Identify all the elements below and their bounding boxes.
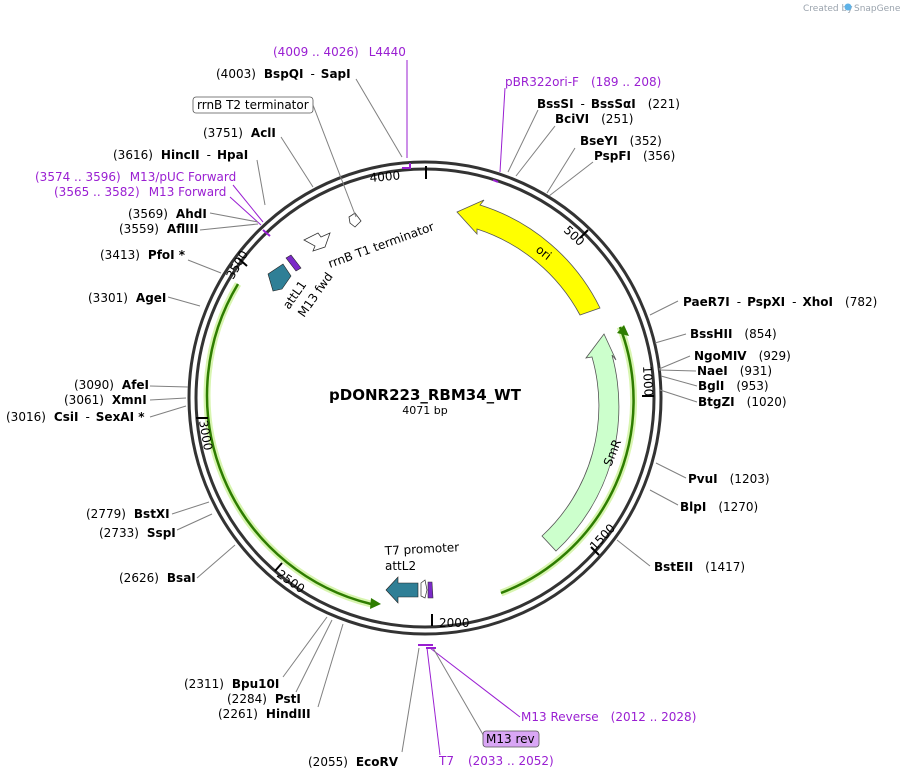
snapgene-credit: Created by SnapGene	[803, 3, 901, 14]
enzyme-bsshii: BssHII(854)	[690, 327, 777, 341]
enzyme-hindiii: (2261)HindIII	[218, 707, 311, 721]
enzyme-bspqi: (4003)BspQI-SapI	[216, 67, 351, 81]
enzyme-bcivi: BciVI(251)	[555, 112, 633, 126]
primer-l4440: (4009 .. 4026)L4440	[273, 45, 406, 59]
tick-1000: 1000	[640, 365, 656, 396]
enzyme-xmni: (3061)XmnI	[64, 393, 147, 407]
insert-arrowhead-right	[617, 325, 629, 336]
enzyme-pvui: PvuI(1203)	[688, 472, 770, 486]
insert-arrowhead-left	[370, 598, 381, 609]
enzyme-csii: (3016)CsiI-SexAI *	[6, 410, 145, 424]
attL1-feature: attL1 M13 fwd	[267, 254, 336, 320]
m13fwd-marker	[285, 254, 302, 272]
enzyme-bsssi: BssSI-BssSαI(221)	[537, 97, 680, 111]
enzyme-btgzi: BtgZI(1020)	[698, 395, 787, 409]
tick-2000: 2000	[439, 616, 470, 630]
tick-3000: 3000	[196, 419, 215, 452]
m13-rev-label: M13 rev	[486, 732, 535, 746]
primer-pbr322ori: pBR322ori-F(189 .. 208)	[505, 75, 661, 89]
enzyme-pspfi: PspFI(356)	[594, 149, 675, 163]
enzyme-bsai: (2626)BsaI	[119, 571, 196, 585]
tick-4000: 4000	[369, 168, 401, 185]
rrnB-T1-label: rrnB T1 terminator	[326, 219, 436, 270]
m13rev-marker	[427, 581, 434, 599]
enzyme-bgli: BglI(953)	[698, 379, 769, 393]
enzyme-ahdi: (3569)AhdI	[128, 207, 207, 221]
enzyme-naei: NaeI(931)	[697, 364, 772, 378]
plasmid-size: 4071 bp	[402, 404, 447, 417]
enzyme-pfoi: (3413)PfoI *	[100, 248, 186, 262]
primer-m13-reverse: M13 Reverse(2012 .. 2028)	[521, 710, 696, 724]
m13-rev-badge	[482, 730, 540, 748]
primer-t7: T7(2033 .. 2052)	[438, 754, 554, 768]
snapgene-logo-icon	[844, 3, 852, 11]
enzyme-labels: (4003)BspQI-SapI (3751)AclI (3616)HincII…	[6, 67, 877, 769]
scale-ticks	[196, 229, 654, 626]
enzyme-blpi: BlpI(1270)	[680, 500, 758, 514]
plasmid-name: pDONR223_RBM34_WT	[329, 386, 522, 404]
credit-brand: SnapGene	[854, 4, 901, 14]
primer-markers	[262, 163, 499, 649]
enzyme-bsteii: BstEII(1417)	[654, 560, 745, 574]
rrnB-T2-label-box: rrnB T2 terminator	[192, 96, 357, 218]
enzyme-acli: (3751)AclI	[203, 126, 276, 140]
enzyme-sspi: (2733)SspI	[99, 526, 176, 540]
enzyme-hincii: (3616)HincII-HpaI	[113, 148, 248, 162]
enzyme-paer7i: PaeR7I-PspXI-XhoI(782)	[683, 295, 877, 309]
attL2-label: attL2	[385, 559, 416, 573]
enzyme-ngomiv: NgoMIV(929)	[694, 349, 791, 363]
insert-orf	[203, 282, 637, 609]
primer-m13-forward: (3565 .. 3582)M13 Forward	[54, 185, 226, 199]
enzyme-psti: (2284)PstI	[227, 692, 301, 706]
enzyme-agei: (3301)AgeI	[88, 291, 166, 305]
t7promoter-label: T7 promoter	[383, 540, 459, 558]
enzyme-bseyi: BseYI(352)	[580, 134, 662, 148]
primer-labels: (4009 .. 4026)L4440 pBR322ori-F(189 .. 2…	[35, 45, 696, 768]
tick-500: 500	[561, 223, 587, 249]
ori-feature: ori	[456, 199, 601, 316]
enzyme-afliii: (3559)AflIII	[119, 222, 198, 236]
primer-m13puc-forward: (3574 .. 3596)M13/pUC Forward	[35, 170, 236, 184]
enzyme-ecorv: (2055)EcoRV	[308, 755, 399, 769]
enzyme-bstxi: (2779)BstXI	[86, 507, 170, 521]
rrnB-T2-marker	[348, 212, 362, 228]
t7-promoter-marker	[420, 579, 428, 599]
enzyme-bpu10i: (2311)Bpu10I	[184, 677, 279, 691]
rrnB-T1-feature: rrnB T1 terminator	[303, 219, 436, 271]
credit-prefix: Created by	[803, 4, 853, 14]
attL2-feature: T7 promoter attL2	[383, 540, 460, 604]
rrnB-T2-label: rrnB T2 terminator	[197, 98, 309, 112]
enzyme-afei: (3090)AfeI	[74, 378, 149, 392]
smr-feature: SmR	[541, 333, 624, 552]
leader-lines	[149, 60, 698, 756]
